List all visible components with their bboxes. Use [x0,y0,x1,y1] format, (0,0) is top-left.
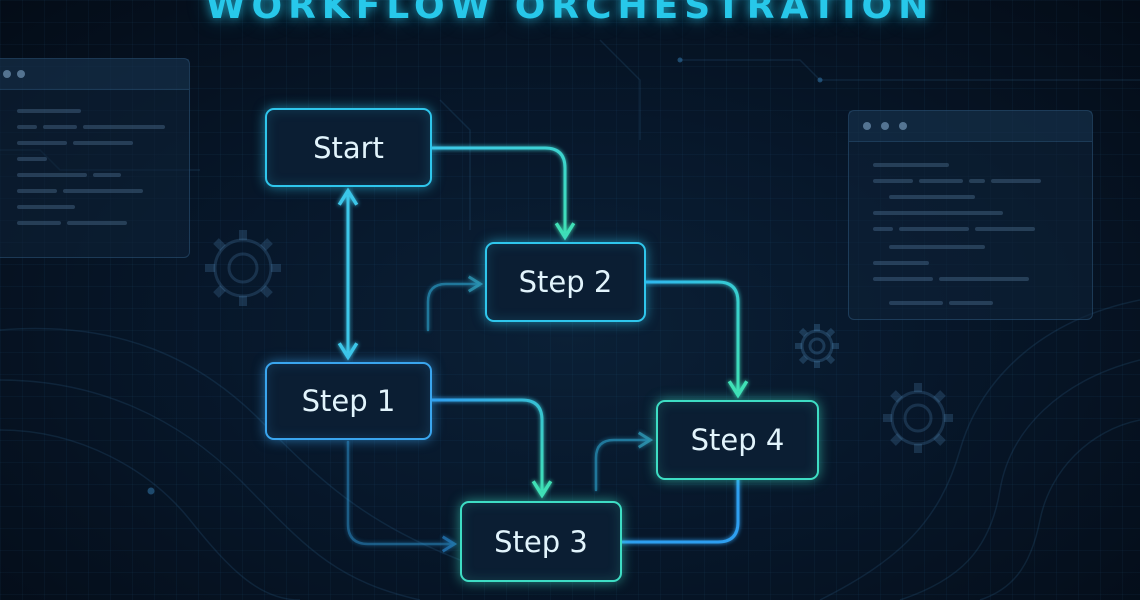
code-line [975,227,1035,231]
node-step2[interactable]: Step 2 [485,242,646,322]
circuit-trace [680,59,1140,81]
code-line [939,277,1029,281]
circuit-node-dot [817,77,823,83]
node-step3-label: Step 3 [494,524,588,559]
connector-to-step4-faded [594,431,654,492]
window-dot-icon [3,70,11,78]
code-line [889,301,943,305]
connector-step1-to-step3 [430,398,553,499]
circuit-trace [439,99,471,230]
connector-step1-to-step3-faded [346,440,458,553]
code-line [17,125,37,129]
circuit-node-dot [677,57,683,63]
connector-to-step2-faded [426,275,484,332]
code-line [873,277,933,281]
code-line [93,173,121,177]
code-line [17,173,87,177]
code-line [43,125,77,129]
gear-icon [795,324,839,368]
code-line [991,179,1041,183]
window-dot-icon [899,122,907,130]
circuit-trace [0,327,461,561]
code-line [949,301,993,305]
circuit-node-dot [147,487,155,495]
gear-icon [205,230,281,306]
node-start[interactable]: Start [265,108,432,187]
code-line [67,221,127,225]
window-dot-icon [17,70,25,78]
circuit-trace [819,299,1140,600]
code-line [969,179,985,183]
code-line [73,141,133,145]
code-line [889,245,985,249]
node-step1-label: Step 1 [301,384,396,418]
node-step2-label: Step 2 [518,265,613,299]
code-line [17,109,81,113]
code-line [83,125,165,129]
connector-step2-to-step4 [644,280,749,399]
circuit-trace [0,379,421,600]
connector-step3-to-step4-bottom [620,478,740,544]
window-dot-icon [863,122,871,130]
code-line [17,221,61,225]
code-line [873,227,893,231]
node-step3[interactable]: Step 3 [460,501,622,582]
circuit-trace [599,39,641,140]
code-line [17,157,47,161]
node-start-label: Start [313,130,384,165]
window-titlebar [0,59,189,90]
code-line [919,179,963,183]
node-step1[interactable]: Step 1 [265,362,432,440]
node-step4[interactable]: Step 4 [656,400,819,480]
connector-start-to-step2 [430,146,576,241]
circuit-trace [979,419,1140,600]
code-line [873,179,913,183]
code-line [873,261,929,265]
code-line [63,189,143,193]
circuit-trace [899,359,1140,600]
code-window-right [848,110,1093,320]
code-line [17,141,67,145]
window-dot-icon [881,122,889,130]
circuit-trace [0,429,301,600]
code-line [873,211,1003,215]
window-titlebar [849,111,1092,142]
code-line [17,189,57,193]
page-title: WORKFLOW ORCHESTRATION [205,0,935,27]
code-window-left [0,58,190,258]
code-line [873,163,949,167]
code-line [889,195,975,199]
gear-icon [883,383,953,453]
code-line [17,205,75,209]
node-step4-label: Step 4 [690,423,785,457]
code-line [899,227,969,231]
